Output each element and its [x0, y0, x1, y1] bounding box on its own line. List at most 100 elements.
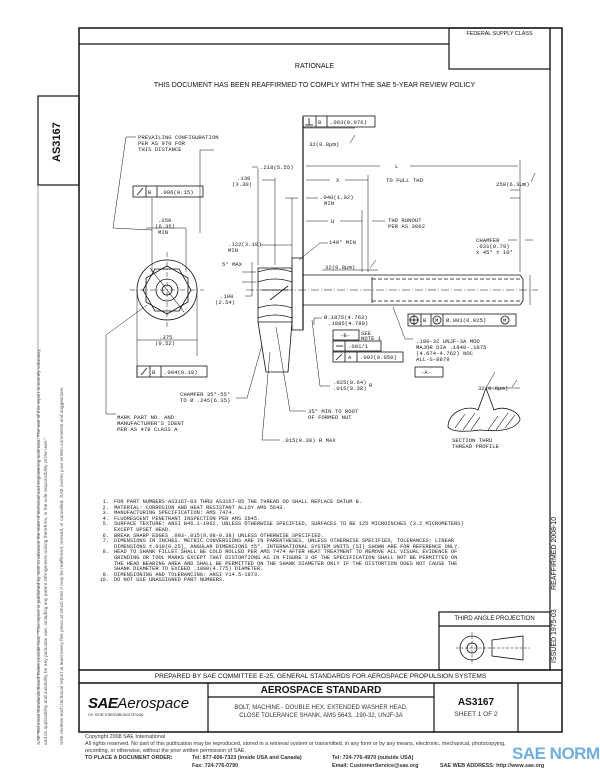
note-text: MANUFACTURING SPECIFICATION: AMS 7474. [114, 510, 235, 517]
tel-us: Tel: 877-606-7323 (inside USA and Canada… [192, 755, 302, 761]
dim-x: X [336, 177, 340, 184]
section-label: SECTION THRU [452, 437, 492, 444]
dim-label: (6.35) [155, 223, 175, 230]
dim-label: MIN [158, 229, 168, 236]
disclaimer-line: SAE Technical Standards Board Rules prov… [37, 348, 42, 745]
note-item: 2.MATERIAL: CORROSION AND HEAT RESISTANT… [95, 505, 467, 512]
dim-u: U [331, 218, 334, 225]
dim-label: .375 [159, 334, 172, 341]
dim-label: MIN [324, 200, 334, 207]
logo-aerospace: Aerospace [117, 695, 190, 712]
prevailing-note: THIS DISTANCE [138, 146, 182, 153]
issued-date: ISSUED 1975-03 [551, 609, 558, 663]
note-item: 1.FOR PART NUMBERS AS3167-03 THRU AS3167… [95, 499, 467, 506]
note-text: FOR PART NUMBERS AS3167-03 THRU AS3167-0… [114, 499, 362, 505]
fcf-datum: B [318, 119, 322, 126]
tel-intl: Tel: 724-776-4970 (outside USA) [332, 755, 414, 761]
chamfer-note: TO Ø .245(6.35) [180, 397, 230, 404]
shank-dia: .1885(4.788) [328, 320, 368, 327]
straightness-value: .001/1 [348, 343, 369, 350]
fcf-value: .004(0.10) [164, 369, 198, 376]
note-text: SURFACE TEXTURE: ANSI B46.1-1962. UNLESS… [114, 521, 464, 533]
dim-label: .218(5.55) [260, 164, 294, 171]
chamfer-note: x 45° ± 10° [476, 249, 513, 256]
dim-l: L [395, 163, 398, 170]
fcf-datum: A [348, 354, 352, 361]
fax: Fax: 724-776-0790 [192, 763, 239, 769]
thd-runout: PER AS 3062 [388, 223, 425, 230]
note-text: DO NOT USE UNASSIGNED PART NUMBERS. [114, 577, 226, 584]
prevailing-note: PREVAILING CONFIGURATION [138, 134, 219, 141]
thread-spec: ALL-S-8879 [416, 356, 450, 363]
prevailing-note: PER AS 970 FOR [138, 140, 186, 147]
surface-finish: 32(0.8µm) [478, 385, 508, 392]
dim-label: .250 [158, 217, 172, 224]
prepared-by: PREPARED BY SAE COMMITTEE E-25, GENERAL … [154, 673, 487, 680]
angle-label: 140° MIN [329, 239, 356, 246]
mark-note: MANUFACTURER'S IDENT [117, 420, 185, 427]
dim-label: (3.30) [232, 181, 252, 188]
drawing-notes: 1.FOR PART NUMBERS AS3167-03 THRU AS3167… [95, 499, 467, 584]
fcf-value: .003(0.076) [330, 119, 367, 126]
surface-finish: 250(6.3µm) [496, 181, 530, 188]
thread-spec: (4.674-4.762) NOC [416, 350, 474, 357]
rationale-title: RATIONALE [294, 63, 335, 70]
to-full-thd: TO FULL THD [386, 177, 424, 184]
note-number: 8. [102, 549, 109, 556]
note-item: 9.DIMENSIONING AND TOLERANCING: ANSI Y14… [95, 572, 467, 579]
thread-spec: .190-32 UNJF-3A MOD [416, 338, 480, 345]
disclaimer-line: SAE reviews each technical report at lea… [60, 386, 65, 745]
fillet-dim: .015(0.38) [333, 385, 367, 392]
note-number: 3. [102, 510, 109, 517]
mark-note: PER AS 478 CLASS A [117, 426, 178, 433]
rights-text: recording, or otherwise, without the pri… [85, 748, 246, 754]
note-number: 10. [99, 577, 109, 584]
logo-tagline: An SAE International Group [88, 712, 144, 717]
web-address-link[interactable]: SAE WEB ADDRESS: http://www.sae.org [440, 763, 545, 769]
sae-norm-watermark: SAE NORM [512, 744, 600, 763]
copyright: Copyright 2008 SAE International [85, 734, 166, 740]
head-end-view [105, 136, 214, 415]
federal-supply-class-label: FEDERAL SUPPLY CLASS [466, 31, 533, 37]
sheet-number: SHEET 1 OF 2 [454, 711, 498, 718]
rights-text: All rights reserved. No part of this pub… [85, 741, 506, 747]
title-line: BOLT, MACHINE - DOUBLE HEX, EXTENDED WAS… [234, 705, 408, 711]
logo-sae: SAE [88, 695, 118, 712]
chamfer-note: CHAMFER 35°-55° [180, 391, 230, 398]
sheet-border [78, 27, 563, 733]
email-link[interactable]: Email: CustomerService@sae.org [332, 763, 419, 769]
surface-finish: 32(0.8µm) [325, 264, 355, 271]
chamfer-note: .031(0.79) [476, 243, 510, 250]
thread-spec: MAJOR DIA .1840-.1875 [416, 344, 487, 351]
shank-dia: Ø.1875(4.763) [324, 314, 368, 321]
order-label: TO PLACE A DOCUMENT ORDER: [85, 755, 173, 761]
side-tab-box [37, 95, 80, 186]
dim-label: .100 [220, 293, 234, 300]
bolt-side-view [236, 115, 538, 441]
disclaimer-line: and its applicability and suitability fo… [44, 437, 49, 745]
chamfer-note: CHAMFER [476, 237, 500, 244]
fcf-modifier: M [503, 317, 506, 324]
fcf-value: .006(0.15) [160, 189, 194, 196]
fcf-datum: B [148, 189, 152, 196]
note-text: FLUORESCENT PENETRANT INSPECTION PER AMS… [114, 515, 261, 522]
dim-label: .130 [237, 175, 251, 182]
note-text: BREAK SHARP EDGES .003-.015(0.08-0.38) U… [114, 532, 324, 539]
federal-supply-class-box [448, 27, 551, 70]
note-item: 8.HEAD TO SHANK FILLET SHALL BE COLD ROL… [95, 549, 467, 572]
root-note: 35° MIN TO ROOT [308, 408, 359, 415]
projection-label: THIRD ANGLE PROJECTION [454, 616, 535, 622]
angle-label: 5° MAX [222, 261, 243, 268]
note-number: 6. [102, 532, 109, 539]
note-item: 7.DIMENSIONS IN INCHES. METRIC CONVERSIO… [95, 538, 467, 550]
reaffirmed-date: REAFFIRMED 2008-10 [551, 516, 558, 590]
side-tab-doc-number: AS3167 [51, 122, 63, 162]
dim-label: .122(3.10) [228, 241, 262, 248]
mark-note: MARK PART NO. AND [117, 414, 175, 421]
root-note: OF FORMED NUT [308, 414, 352, 421]
note-number: 4. [102, 515, 109, 522]
see-note: NOTE 1 [361, 335, 382, 342]
fillet-dim: R [369, 382, 373, 389]
note-item: 4. FLUORESCENT PENETRANT INSPECTION PER A… [95, 515, 467, 523]
